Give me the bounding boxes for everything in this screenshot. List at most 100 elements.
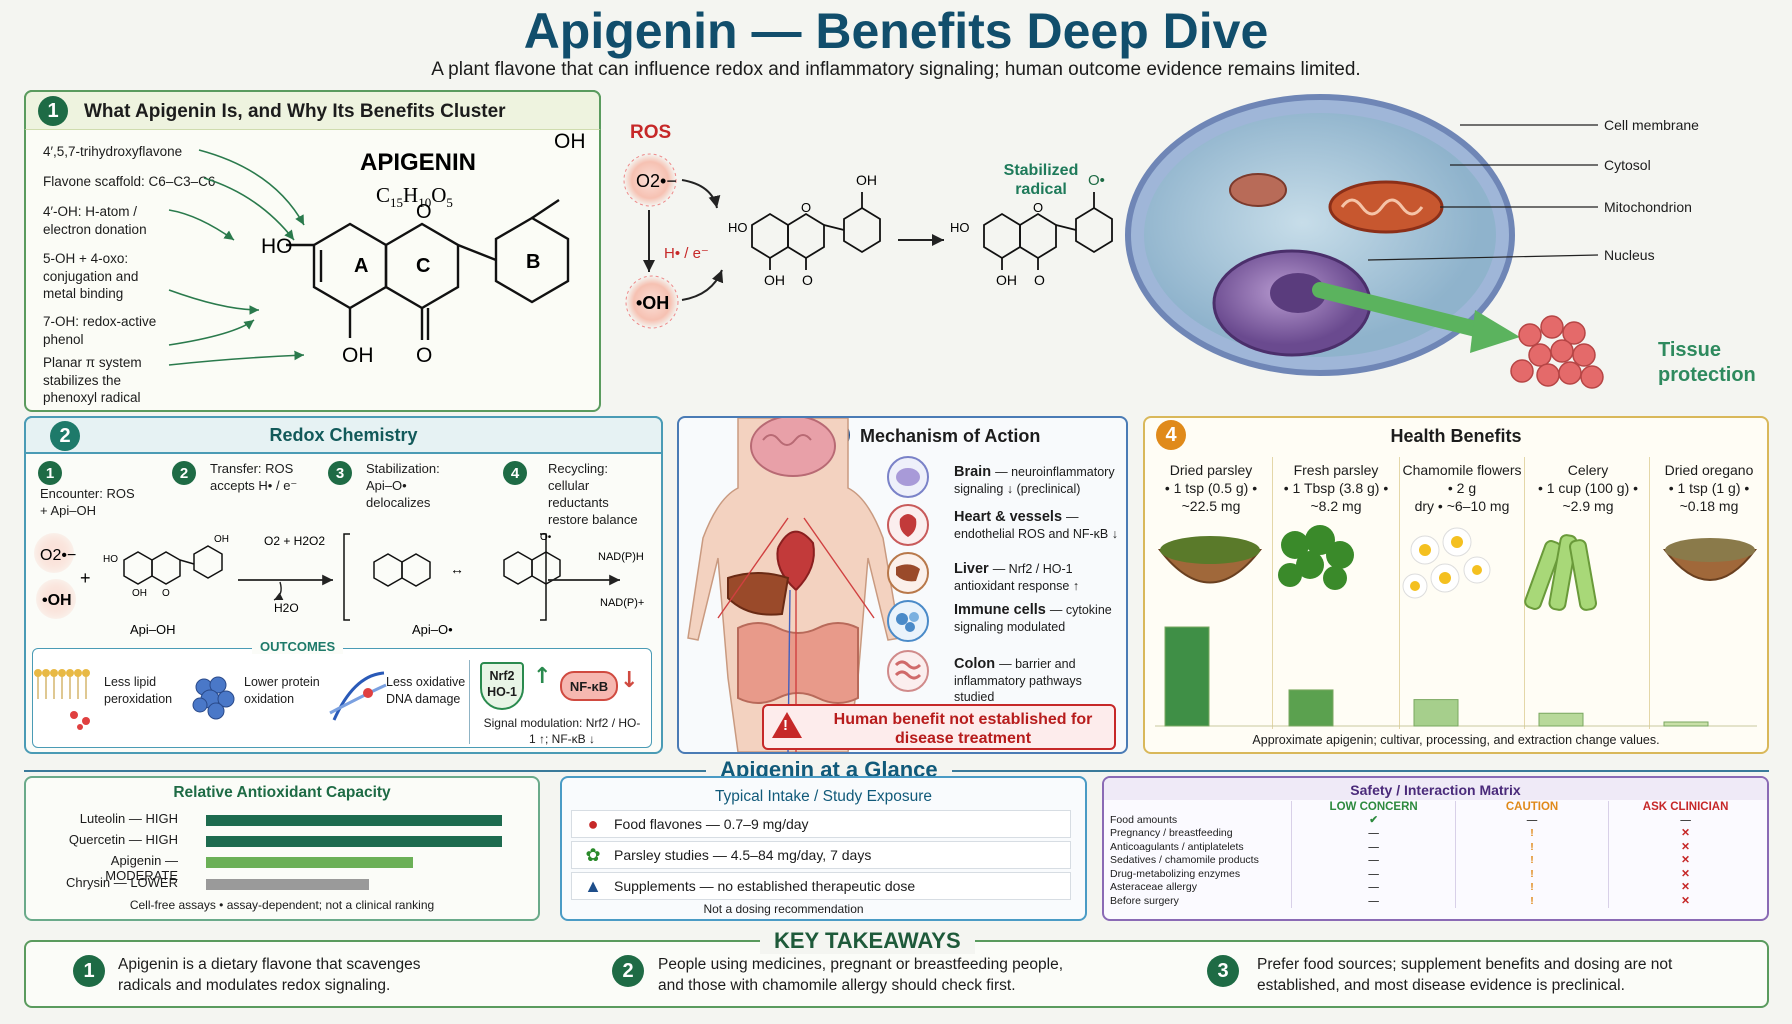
apple-icon: ● xyxy=(587,813,599,834)
safety-cell: ✕ xyxy=(1608,826,1762,840)
organ-liver: Liver — Nrf2 / HO-1 antioxidant response… xyxy=(954,561,1080,593)
outcomes-box xyxy=(32,648,652,748)
safety-cell: — xyxy=(1291,867,1456,881)
organ-heart: Heart & vessels — endothelial ROS and NF… xyxy=(954,509,1118,541)
safety-cell: — xyxy=(1291,853,1456,867)
nfkb-down-arrow-icon: ↓ xyxy=(620,668,639,693)
nrf2-up-arrow-icon: ↑ xyxy=(533,664,552,689)
superoxide-label: O2•− xyxy=(636,171,677,191)
page-subtitle: A plant flavone that can influence redox… xyxy=(431,59,1361,80)
safety-cell: — xyxy=(1291,880,1456,894)
warning-box xyxy=(762,704,1116,750)
intake-row-food: ●Food flavones — 0.7–9 mg/day xyxy=(571,810,1071,838)
annotation-scaffold: Flavone scaffold: C6–C3–C6 xyxy=(43,174,216,189)
safety-cell: ✔ xyxy=(1291,813,1456,827)
ring-a-label: A xyxy=(354,255,368,277)
nadp-label: NAD(P)+ xyxy=(600,597,644,609)
step-4-number: 4 xyxy=(503,461,527,485)
safety-row-label: Anticoagulants / antiplatelets xyxy=(1110,840,1244,853)
section-3-title: Mechanism of Action xyxy=(860,426,1041,446)
capacity-bar xyxy=(206,815,502,826)
warning-icon xyxy=(772,712,802,738)
parsley-icon: ✿ xyxy=(585,844,601,865)
safety-row: Drug-metabolizing enzymes—!✕ xyxy=(1110,867,1762,881)
step-3-number: 3 xyxy=(328,461,352,485)
section-1-title: What Apigenin Is, and Why Its Benefits C… xyxy=(84,101,506,122)
safety-row: Sedatives / chamomile products—!✕ xyxy=(1110,853,1762,867)
safety-cell: — xyxy=(1291,840,1456,854)
mortarboard-icon: ▲ xyxy=(584,875,602,896)
takeaway-1-text: Apigenin is a dietary flavone that scave… xyxy=(118,956,421,994)
svg-text:O: O xyxy=(1034,272,1045,288)
safety-row: Before surgery—!✕ xyxy=(1110,894,1762,908)
section-2-title: Redox Chemistry xyxy=(269,425,418,445)
nadph-label: NAD(P)H xyxy=(598,551,644,563)
svg-text:O: O xyxy=(1033,200,1043,215)
capacity-title: Relative Antioxidant Capacity xyxy=(173,784,391,801)
capacity-label-chrysin: Chrysin — LOWER xyxy=(66,875,178,890)
food-images xyxy=(1157,525,1758,611)
capacity-bar xyxy=(206,857,414,868)
capacity-bar xyxy=(206,879,369,890)
capacity-panel xyxy=(24,776,540,921)
safety-cell: — xyxy=(1454,813,1609,827)
section-4-number: 4 xyxy=(1156,420,1186,450)
ring-b-label: B xyxy=(526,251,540,273)
capacity-footnote: Cell-free assays • assay-dependent; not … xyxy=(129,898,435,912)
ros-label: ROS xyxy=(630,122,671,143)
safety-cell: — xyxy=(1291,826,1456,840)
cell-membrane-label: Cell membrane xyxy=(1604,117,1699,133)
apigenin-structure-diagram: A C B OH HO OH O O APIGENIN C15H10O5 xyxy=(168,130,586,367)
food-bar xyxy=(1538,712,1584,727)
food-bar xyxy=(1164,626,1210,727)
organ-colon: Colon — barrier and inflammatory pathway… xyxy=(954,656,1082,705)
safety-cell: ✕ xyxy=(1608,840,1762,854)
col-caution: CAUTION xyxy=(1454,801,1609,813)
svg-text:O•: O• xyxy=(540,532,552,543)
svg-text:O: O xyxy=(801,200,811,215)
safety-cell: ! xyxy=(1454,894,1609,908)
capacity-label-quercetin: Quercetin — HIGH xyxy=(68,832,178,847)
section-2-header xyxy=(24,416,663,454)
step-oh-label: •OH xyxy=(42,592,72,609)
step-o2-label: O2•− xyxy=(40,547,76,564)
safety-row: Asteraceae allergy—!✕ xyxy=(1110,880,1762,894)
capacity-label-luteolin: Luteolin — HIGH xyxy=(79,811,178,826)
organ-immune: Immune cells — cytokine signaling modula… xyxy=(954,602,1112,634)
intake-title: Typical Intake / Study Exposure xyxy=(714,788,933,805)
outcome-lipid: Less lipid peroxidation xyxy=(104,675,173,706)
redox-reaction-diagram: O2•− •OH + HO OH OH O Api–OH O2 + H2O2 H… xyxy=(34,532,644,637)
food-bar xyxy=(1288,689,1334,727)
safety-row: Pregnancy / breastfeeding—!✕ xyxy=(1110,826,1762,840)
safety-row-label: Food amounts xyxy=(1110,813,1178,826)
apioh-label: Api–OH xyxy=(130,622,176,637)
group-4oh: OH xyxy=(554,130,586,153)
svg-text:O: O xyxy=(162,588,170,599)
hydroxyl-badge xyxy=(625,275,679,329)
safety-cell: ! xyxy=(1454,840,1609,854)
svg-text:O: O xyxy=(802,272,813,288)
safety-cell: ! xyxy=(1454,867,1609,881)
takeaway-1-number: 1 xyxy=(73,955,105,987)
svg-text:↔: ↔ xyxy=(450,561,464,577)
ros-scavenging-scheme: ROS O2•− •OH H• / e⁻ OH HO OH O O O• HO … xyxy=(623,122,1113,329)
section-2-number: 2 xyxy=(50,421,80,451)
svg-text:OH: OH xyxy=(764,272,785,288)
svg-text:+: + xyxy=(80,568,91,588)
safety-row: Anticoagulants / antiplatelets —!✕ xyxy=(1110,840,1762,854)
safety-row-label: Drug-metabolizing enzymes xyxy=(1110,867,1241,880)
step-1-number: 1 xyxy=(38,461,62,485)
stabilized-radical-label: Stabilized radical xyxy=(1003,162,1079,199)
section-1-panel xyxy=(24,90,601,412)
section-1-number: 1 xyxy=(38,96,68,126)
page-title: Apigenin — Benefits Deep Dive xyxy=(523,3,1269,59)
outcome-dna: Less oxidative DNA damage xyxy=(386,675,466,706)
o2-h2o2-label: O2 + H2O2 xyxy=(264,534,325,548)
capacity-bar xyxy=(206,836,502,847)
svg-text:HO: HO xyxy=(728,220,748,235)
takeaway-2-number: 2 xyxy=(612,955,644,987)
group-5oh: OH xyxy=(342,344,374,367)
safety-cell: — xyxy=(1608,813,1762,827)
mitochondrion-label: Mitochondrion xyxy=(1604,199,1692,215)
nucleus-label: Nucleus xyxy=(1604,247,1655,263)
